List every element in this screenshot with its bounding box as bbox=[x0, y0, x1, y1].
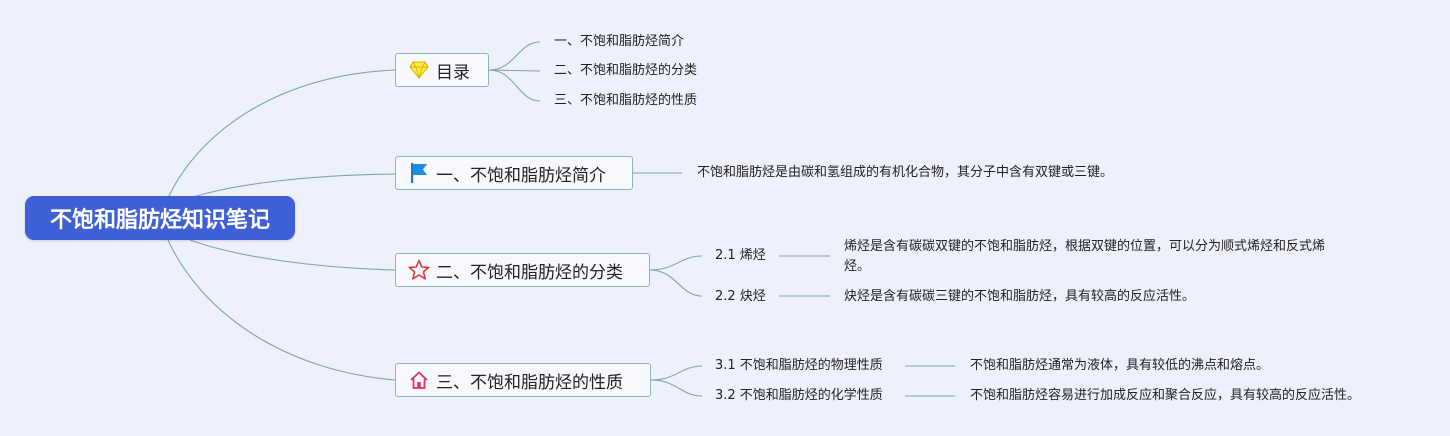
sub-alkyne[interactable]: 2.2 炔烃 bbox=[715, 289, 766, 304]
connector-toc-3 bbox=[488, 69, 541, 102]
home-icon bbox=[408, 369, 430, 391]
branch-classify[interactable]: 二、不饱和脂肪烃的分类 bbox=[395, 253, 650, 287]
connector-toc-2 bbox=[488, 69, 541, 72]
sub-physical[interactable]: 3.1 不饱和脂肪烃的物理性质 bbox=[715, 358, 883, 373]
intro-desc: 不饱和脂肪烃是由碳和氢组成的有机化合物，其分子中含有双键或三键。 bbox=[697, 165, 1114, 180]
toc-item[interactable]: 一、不饱和脂肪烃简介 bbox=[554, 34, 685, 49]
connector-root-toc bbox=[167, 69, 396, 199]
branch-intro-label: 一、不饱和脂肪烃简介 bbox=[436, 165, 606, 186]
toc-item[interactable]: 二、不饱和脂肪烃的分类 bbox=[554, 63, 698, 78]
branch-intro[interactable]: 一、不饱和脂肪烃简介 bbox=[395, 156, 633, 190]
branch-toc[interactable]: 目录 bbox=[395, 53, 489, 87]
branch-toc-label: 目录 bbox=[436, 62, 470, 83]
branch-props-label: 三、不饱和脂肪烃的性质 bbox=[436, 372, 623, 393]
connector-props-1 bbox=[650, 365, 703, 381]
sub-chemical[interactable]: 3.2 不饱和脂肪烃的化学性质 bbox=[715, 388, 883, 403]
toc-item[interactable]: 三、不饱和脂肪烃的性质 bbox=[554, 93, 698, 108]
flag-icon bbox=[408, 162, 430, 184]
diamond-icon bbox=[408, 59, 430, 81]
connector-root-classify bbox=[189, 239, 396, 271]
root-topic[interactable]: 不饱和脂肪烃知识笔记 bbox=[25, 196, 295, 240]
sub-alkene[interactable]: 2.1 烯烃 bbox=[715, 248, 766, 263]
connector-classify-2 bbox=[649, 269, 703, 297]
branch-classify-label: 二、不饱和脂肪烃的分类 bbox=[436, 262, 623, 283]
connector-toc-1 bbox=[488, 41, 541, 71]
star-icon bbox=[408, 259, 430, 281]
alkene-desc: 烯烃是含有碳碳双键的不饱和脂肪烃，根据双键的位置，可以分为顺式烯烃和反式烯烃。 bbox=[844, 239, 1326, 274]
chemical-desc: 不饱和脂肪烃容易进行加成反应和聚合反应，具有较高的反应活性。 bbox=[970, 388, 1361, 403]
physical-desc: 不饱和脂肪烃通常为液体，具有较低的沸点和熔点。 bbox=[970, 358, 1270, 373]
connector-root-intro bbox=[189, 173, 396, 199]
connector-root-props bbox=[167, 239, 396, 381]
branch-props[interactable]: 三、不饱和脂肪烃的性质 bbox=[395, 363, 651, 397]
root-title: 不饱和脂肪烃知识笔记 bbox=[49, 208, 270, 233]
connector-props-2 bbox=[650, 379, 703, 397]
connector-classify-1 bbox=[649, 255, 703, 271]
alkyne-desc: 炔烃是含有碳碳三键的不饱和脂肪烃，具有较高的反应活性。 bbox=[844, 289, 1196, 304]
